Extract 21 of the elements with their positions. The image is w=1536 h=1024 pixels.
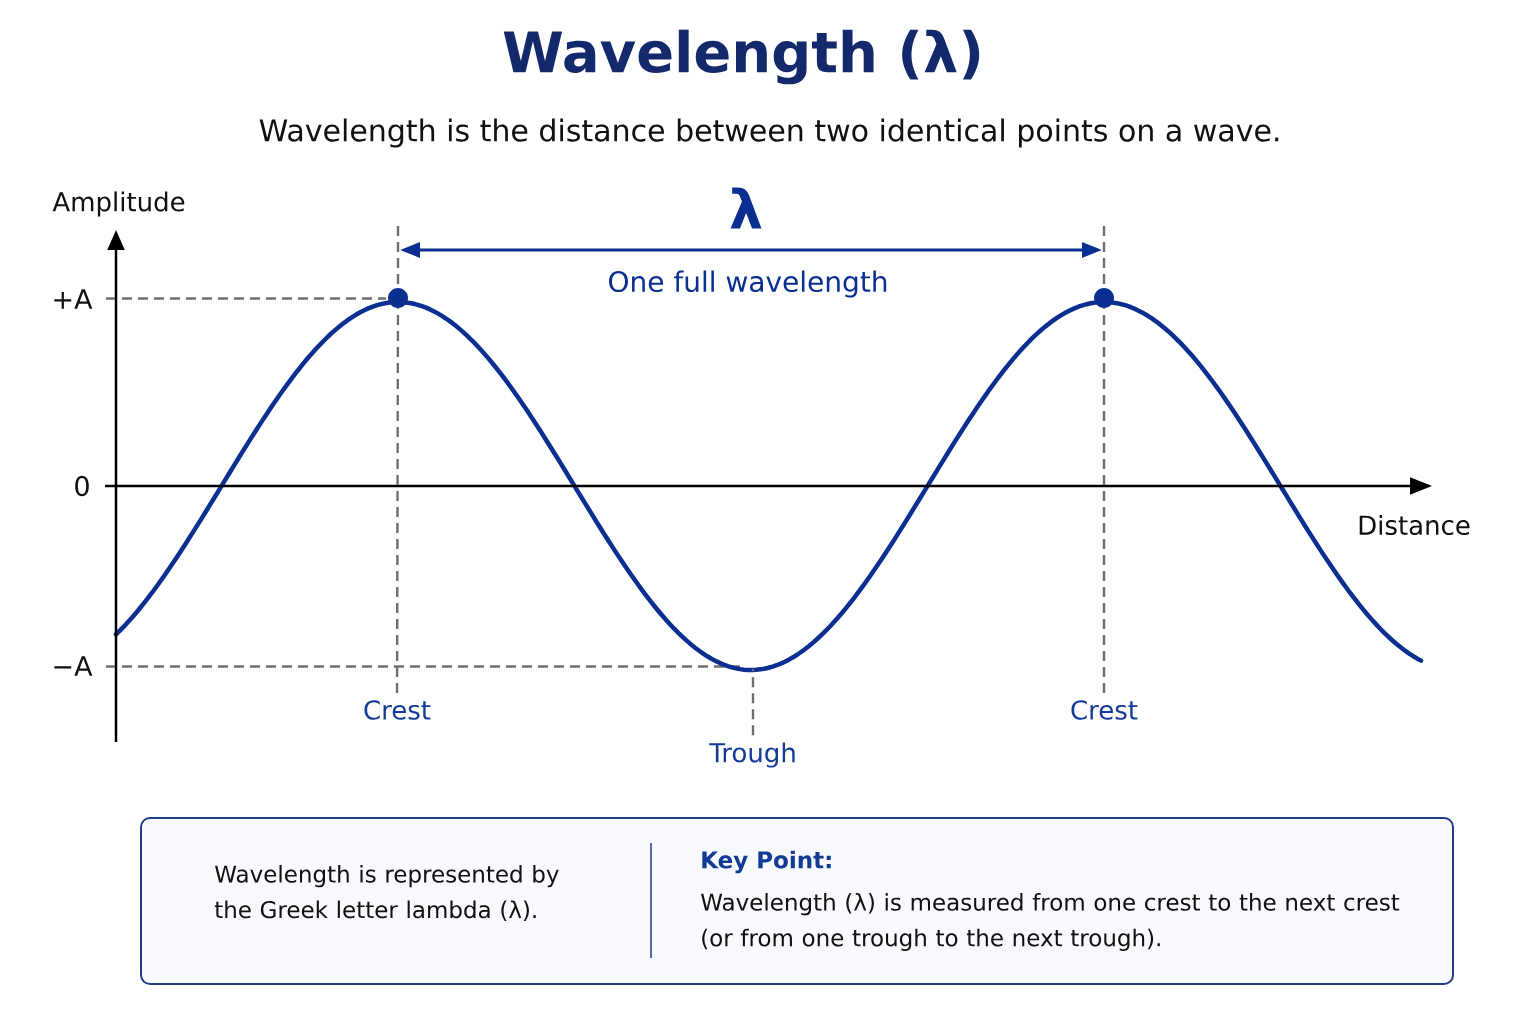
- axis-label: Distance: [1359, 514, 1470, 536]
- body-text: Wavelength (λ) is measured from one crest to the next crest (or from one trough to the next trough).: [701, 893, 1400, 951]
- dimension-symbol: λ: [730, 187, 762, 229]
- tick-label: 0: [75, 475, 89, 497]
- point-label: Crest: [1071, 700, 1138, 720]
- subtitle: Wavelength is the distance between two identical points on a wave.: [259, 118, 1279, 148]
- point-label: Trough: [709, 742, 795, 768]
- leader-line: [751, 669, 755, 736]
- tick-label: −A: [54, 656, 93, 676]
- dimension-label: One full wavelength: [609, 270, 887, 298]
- crest-dot: [1094, 288, 1114, 308]
- tick-label: +A: [54, 289, 93, 309]
- body-text: Wavelength is represented by the Greek letter lambda (λ).: [214, 864, 559, 922]
- point-label: Crest: [364, 700, 431, 720]
- leader-line: [1102, 308, 1106, 693]
- info-box: [140, 817, 1454, 985]
- title: Wavelength (λ): [503, 29, 980, 85]
- axis-label: Amplitude: [52, 191, 185, 217]
- crest-dot: [388, 288, 408, 308]
- leader-line: [395, 308, 400, 693]
- heading: Key Point:: [702, 850, 831, 874]
